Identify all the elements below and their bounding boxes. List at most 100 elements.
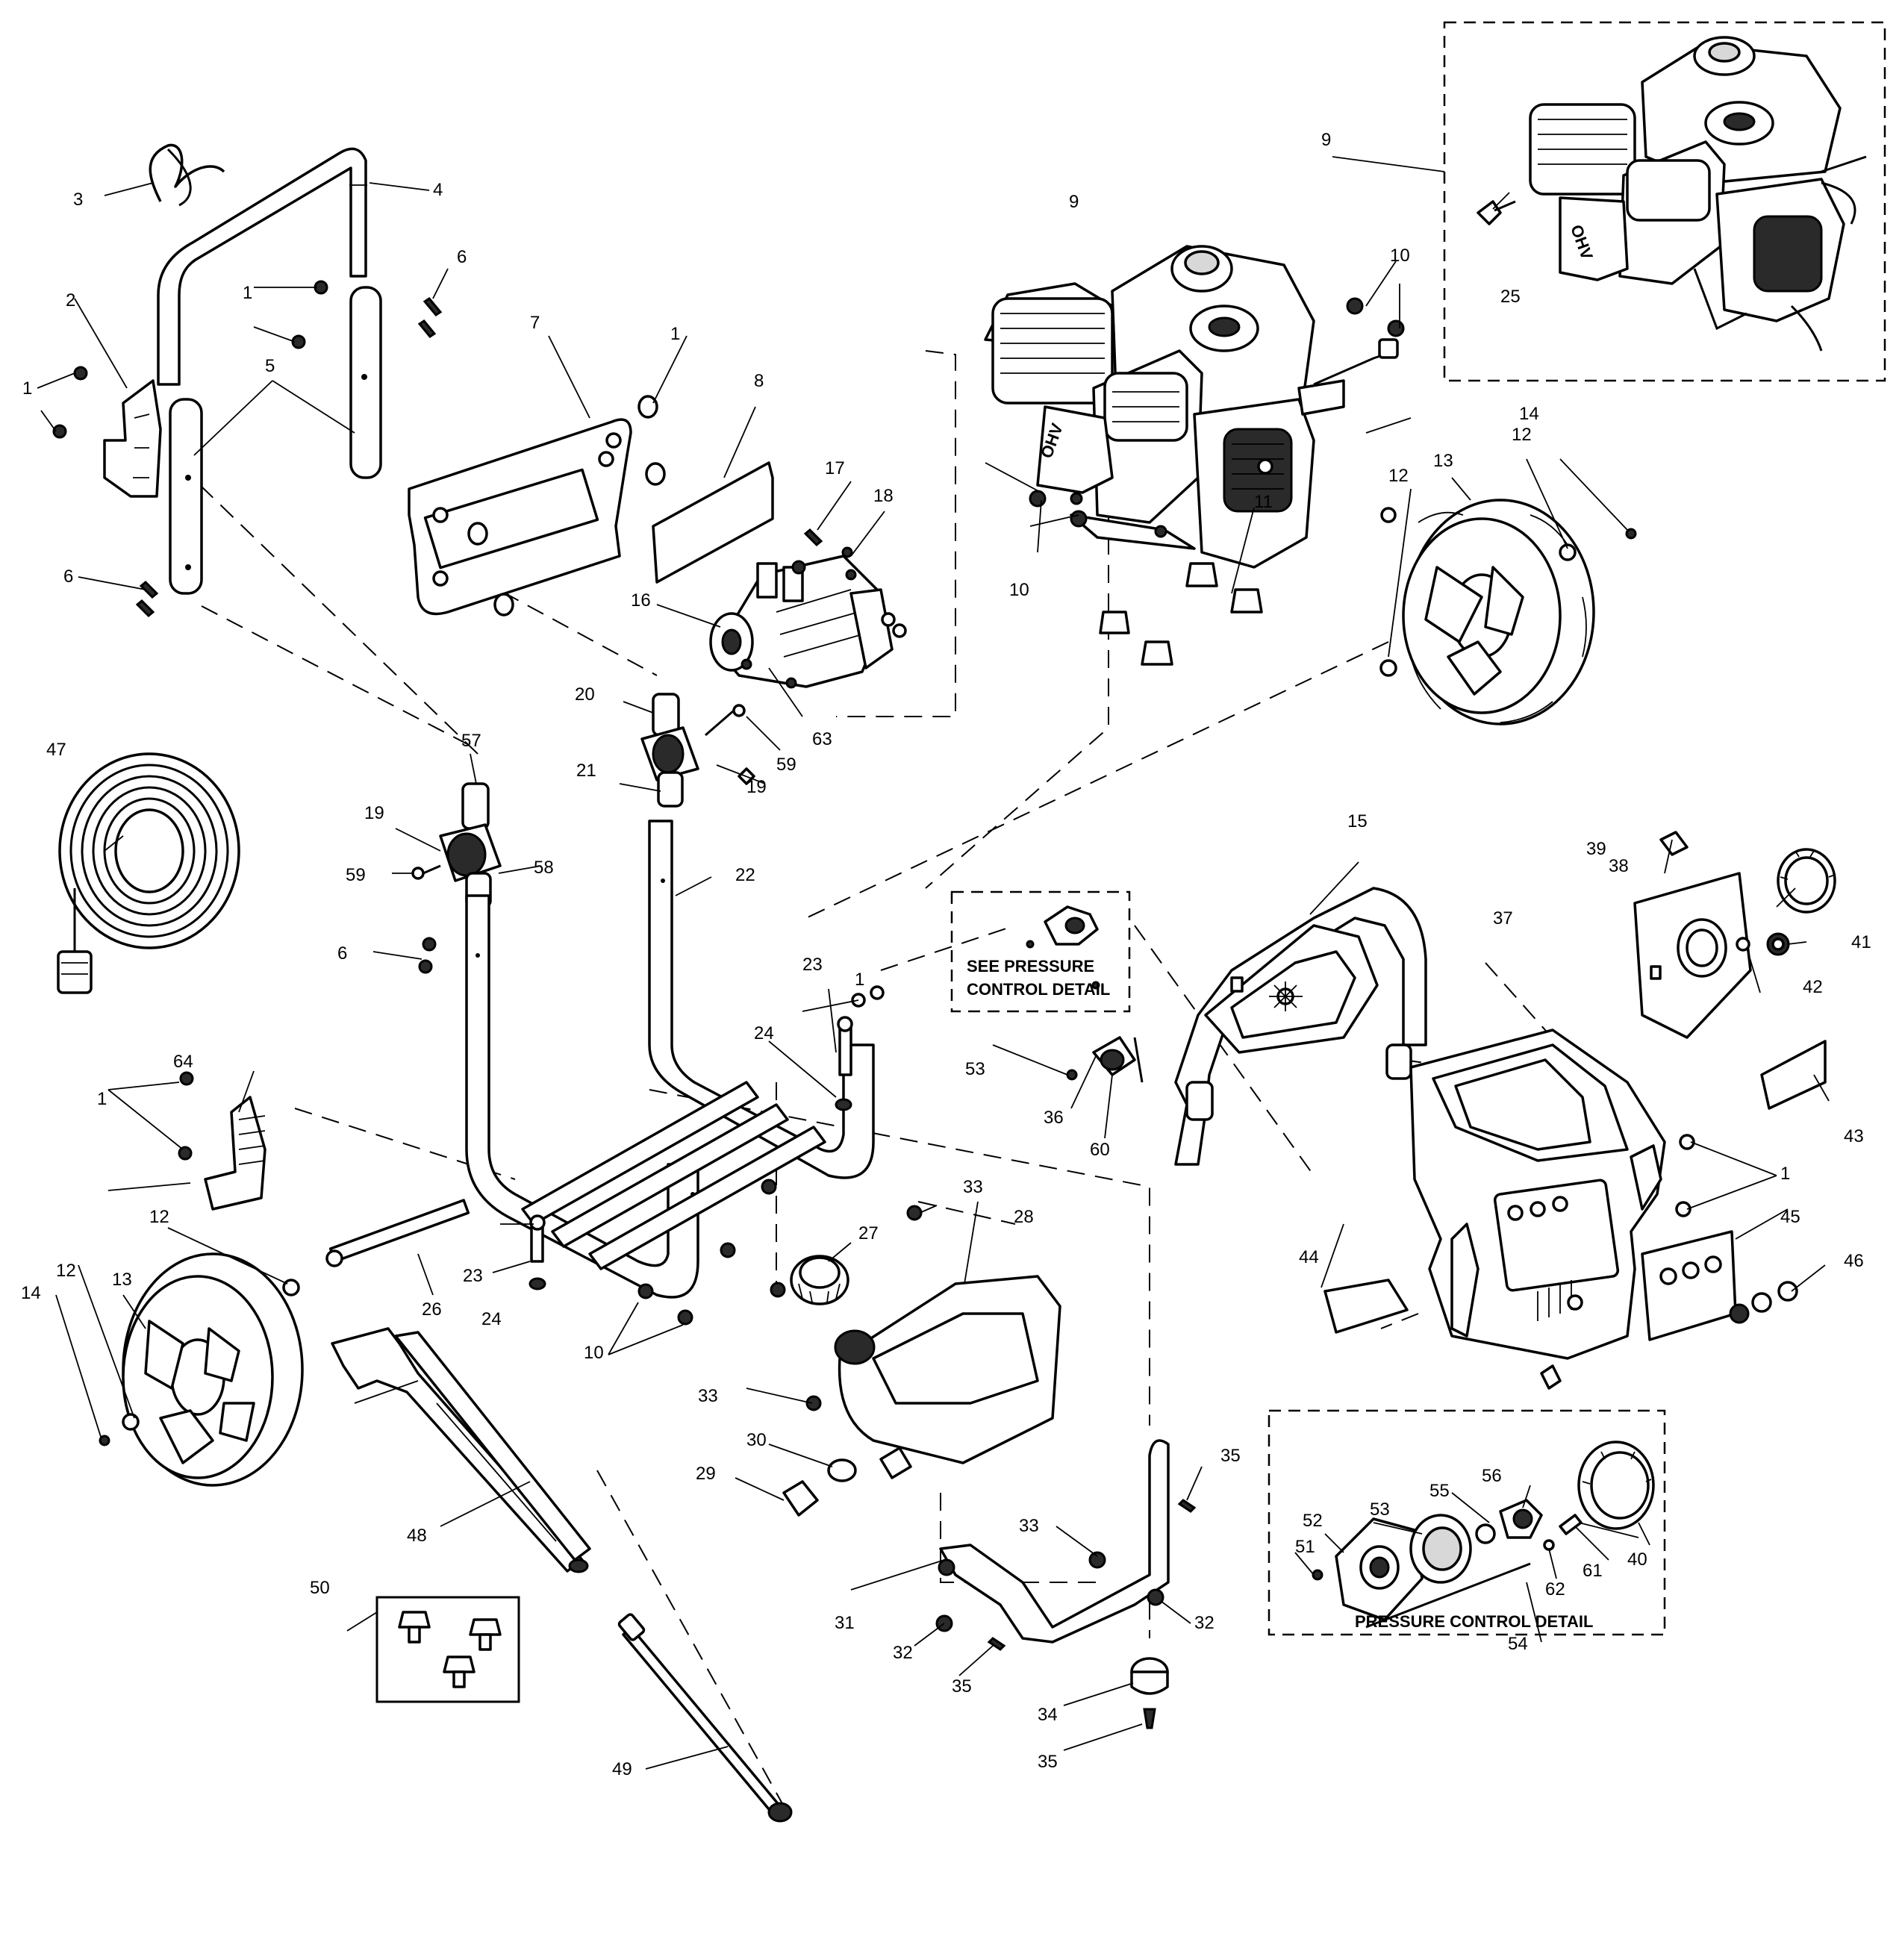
- callout-35: 35: [1220, 1446, 1241, 1466]
- callout-55: 55: [1429, 1481, 1450, 1501]
- callout-45: 45: [1780, 1207, 1800, 1227]
- alternate-engine-box: [1443, 21, 1886, 382]
- engine-main: OHV: [984, 245, 1399, 569]
- callout-1: 1: [1780, 1164, 1790, 1184]
- pressure-control-preview: [1026, 905, 1100, 990]
- handle-tubes: [169, 286, 382, 595]
- callout-44: 44: [1299, 1247, 1319, 1267]
- callout-35: 35: [952, 1676, 972, 1697]
- callout-14: 14: [1519, 404, 1539, 424]
- callout-16: 16: [631, 590, 651, 611]
- callout-51: 51: [1295, 1537, 1315, 1557]
- callout-50: 50: [310, 1578, 330, 1598]
- callout-43: 43: [1844, 1126, 1864, 1146]
- callout-12: 12: [56, 1261, 76, 1281]
- callout-10: 10: [1390, 246, 1410, 266]
- callout-53: 53: [965, 1059, 985, 1079]
- callout-5: 5: [265, 356, 275, 376]
- wand: [617, 1613, 793, 1823]
- frame-bolts: [528, 985, 885, 1290]
- callout-13: 13: [1433, 451, 1453, 471]
- axle: [325, 1199, 470, 1267]
- leader-lines: [37, 156, 1830, 1770]
- gauge-plate: [1633, 831, 1836, 1039]
- callout-39: 39: [1586, 839, 1606, 859]
- callout-11: 11: [1254, 492, 1273, 512]
- callout-40: 40: [1627, 1549, 1647, 1570]
- callout-54: 54: [1508, 1634, 1528, 1654]
- see-pressure-control-line2: CONTROL DETAIL: [967, 980, 1110, 999]
- callout-1: 1: [243, 283, 252, 303]
- callout-4: 4: [433, 180, 443, 200]
- callout-41: 41: [1851, 932, 1871, 952]
- main-frame: [465, 820, 875, 1326]
- callout-21: 21: [576, 761, 596, 781]
- callout-29: 29: [696, 1464, 716, 1484]
- right-wheel: [1379, 499, 1637, 725]
- callout-31: 31: [835, 1613, 855, 1633]
- callout-20: 20: [575, 684, 595, 705]
- pressure-control-detail-title: PRESSURE CONTROL DETAIL: [1355, 1612, 1593, 1631]
- callout-1: 1: [97, 1089, 107, 1109]
- callout-1: 1: [855, 970, 864, 990]
- callout-30: 30: [746, 1430, 767, 1450]
- callout-10: 10: [1009, 580, 1029, 600]
- callout-1: 1: [22, 378, 32, 399]
- callout-63: 63: [812, 729, 832, 749]
- callout-17: 17: [825, 458, 845, 478]
- callout-13: 13: [112, 1270, 132, 1290]
- upper-handle: [1174, 887, 1427, 1166]
- pressure-control-detail-box: [1268, 1409, 1666, 1636]
- left-wheel: [99, 1252, 304, 1487]
- tank-bracket: [935, 1439, 1197, 1651]
- see-pressure-control-line1: SEE PRESSURE: [967, 957, 1094, 976]
- hose-hook: [204, 1096, 266, 1211]
- callout-52: 52: [1303, 1511, 1323, 1531]
- callout-33: 33: [698, 1386, 718, 1406]
- callout-42: 42: [1803, 977, 1823, 997]
- callout-6: 6: [337, 943, 347, 964]
- decal-43: [1760, 1040, 1827, 1110]
- side-bracket: [103, 379, 162, 498]
- callout-7: 7: [530, 313, 540, 333]
- callout-8: 8: [754, 371, 764, 391]
- callout-61: 61: [1583, 1561, 1603, 1581]
- callout-62: 62: [1545, 1579, 1565, 1599]
- callout-53: 53: [1370, 1499, 1390, 1520]
- callout-26: 26: [422, 1299, 442, 1320]
- callout-9: 9: [1321, 130, 1331, 150]
- callout-23: 23: [802, 955, 823, 975]
- engine-inset: OHV: [1477, 36, 1867, 352]
- callout-15: 15: [1347, 811, 1368, 831]
- callout-37: 37: [1493, 908, 1513, 928]
- callout-27: 27: [858, 1223, 879, 1243]
- cable-clip: [149, 143, 225, 202]
- callout-24: 24: [754, 1023, 774, 1043]
- callout-19: 19: [364, 803, 384, 823]
- decal-label: [652, 461, 774, 584]
- callout-33: 33: [963, 1177, 983, 1197]
- callout-35: 35: [1038, 1752, 1058, 1772]
- hose-coil: [57, 752, 240, 994]
- callout-57: 57: [461, 731, 481, 751]
- control-panel-housing: [1409, 1029, 1695, 1390]
- left-manifold: [411, 782, 502, 908]
- callout-32: 32: [1194, 1613, 1215, 1633]
- callout-6: 6: [457, 247, 467, 267]
- callout-24: 24: [481, 1309, 502, 1329]
- decal-44: [1323, 1279, 1409, 1334]
- pressure-control-mini: [1066, 1036, 1144, 1083]
- callout-18: 18: [873, 486, 894, 506]
- callout-23: 23: [463, 1266, 483, 1286]
- fuel-tank: [770, 1205, 1061, 1479]
- callout-10: 10: [584, 1343, 604, 1363]
- callout-2: 2: [66, 290, 75, 310]
- pressure-control-detail: [1312, 1441, 1655, 1629]
- callout-46: 46: [1844, 1251, 1864, 1271]
- callout-22: 22: [735, 865, 755, 885]
- callout-19: 19: [746, 777, 767, 797]
- callout-38: 38: [1609, 856, 1629, 876]
- alignment-lines: [199, 350, 1606, 1807]
- rubber-foot: [1130, 1657, 1169, 1729]
